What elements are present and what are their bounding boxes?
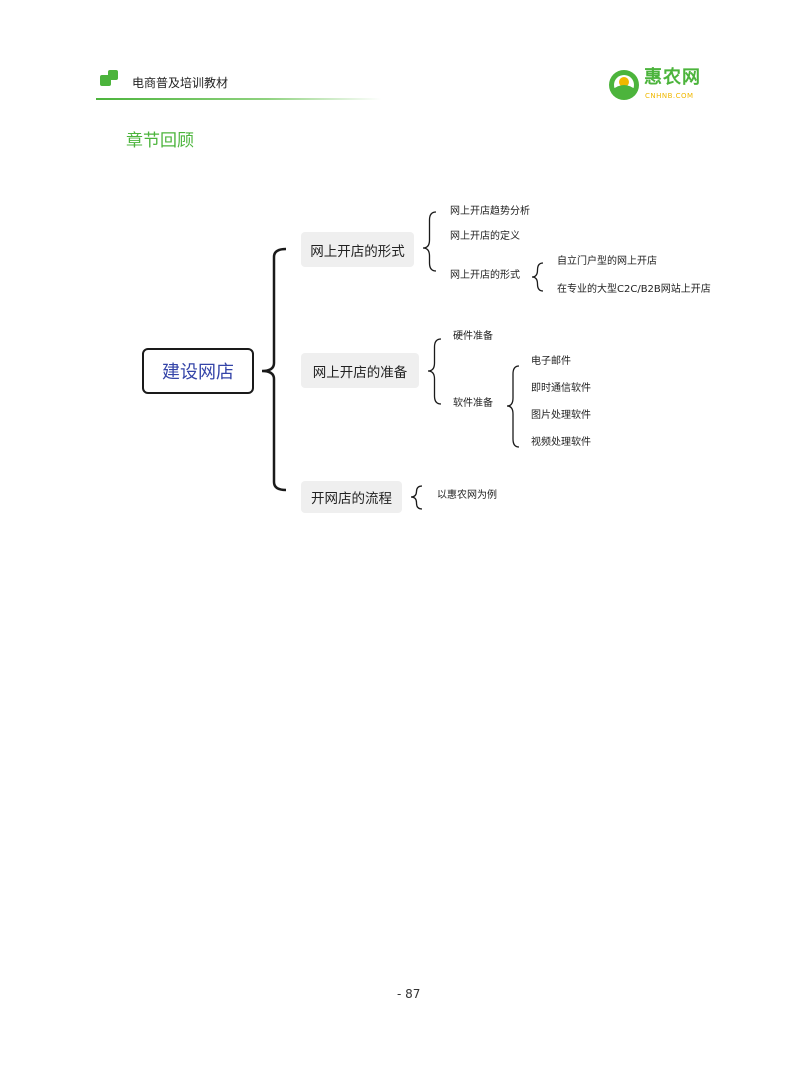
- leaf-node: 网上开店的形式: [450, 270, 520, 281]
- leaf-node: 网上开店的定义: [450, 231, 520, 242]
- leaf-node: 即时通信软件: [531, 383, 591, 394]
- header-icon: [100, 70, 118, 86]
- leaf-node: 视频处理软件: [531, 437, 591, 448]
- brace-connector: [261, 247, 287, 492]
- logo-icon: [609, 70, 639, 100]
- leaf-node: 电子邮件: [531, 356, 571, 367]
- leaf-node: 硬件准备: [453, 331, 493, 342]
- branch-node: 网上开店的准备: [301, 353, 419, 388]
- logo-name: 惠农网: [644, 67, 701, 88]
- mindmap-root: 建设网店: [142, 348, 254, 394]
- leaf-node: 在专业的大型C2C/B2B网站上开店: [557, 284, 711, 295]
- brace-connector: [506, 365, 520, 448]
- page-number: - 87: [397, 987, 421, 1001]
- branch-node: 开网店的流程: [301, 481, 402, 513]
- leaf-node: 自立门户型的网上开店: [557, 256, 657, 267]
- leaf-node: 软件准备: [453, 398, 493, 409]
- brace-connector: [410, 485, 423, 510]
- leaf-node: 网上开店趋势分析: [450, 206, 530, 217]
- leaf-node: 图片处理软件: [531, 410, 591, 421]
- header-title: 电商普及培训教材: [132, 76, 229, 90]
- brace-connector: [427, 338, 442, 405]
- section-title: 章节回顾: [126, 131, 194, 151]
- leaf-node: 以惠农网为例: [437, 490, 497, 501]
- logo-domain: CNHNB.COM: [645, 92, 694, 100]
- header-divider: [96, 98, 381, 100]
- branch-node: 网上开店的形式: [301, 232, 414, 267]
- brace-connector: [422, 211, 437, 272]
- brace-connector: [531, 262, 544, 292]
